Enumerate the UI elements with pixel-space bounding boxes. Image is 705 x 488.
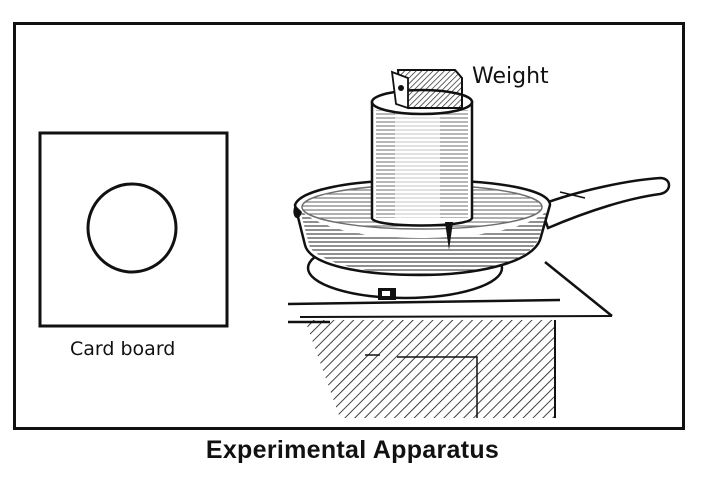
cardboard-diagram: [38, 131, 229, 328]
cardboard-label: Card board: [70, 338, 176, 360]
frying-pan: [293, 176, 671, 277]
table-top: [287, 260, 613, 318]
table-stand: [288, 320, 556, 418]
weight-label: Weight: [472, 64, 549, 89]
weight-block: [390, 69, 463, 110]
figure-frame: [13, 22, 685, 430]
figure-caption: Experimental Apparatus: [205, 436, 500, 464]
